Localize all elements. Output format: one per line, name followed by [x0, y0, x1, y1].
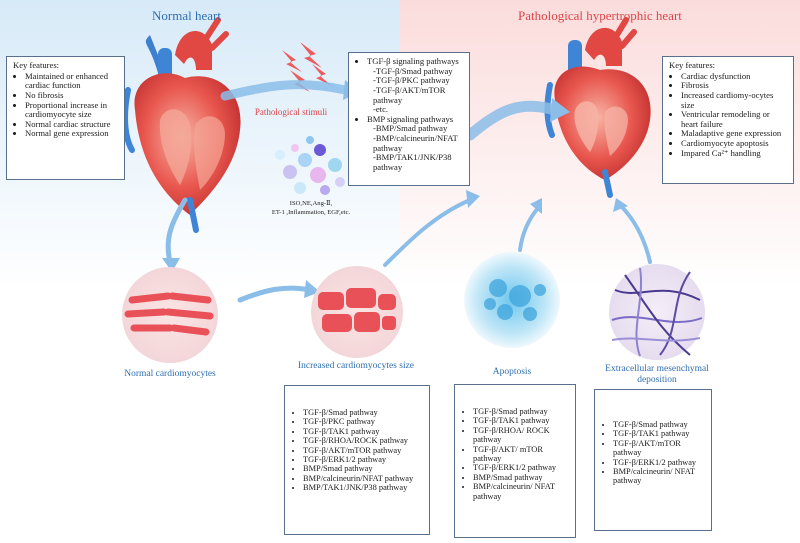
increased-cardiomyocytes-label: Increased cardiomyocytes size [297, 361, 415, 371]
patho-feature-item: Cardiomyocyte apoptosis [681, 138, 787, 149]
pathway-item: TGF-β/ERK1/2 pathway [303, 455, 423, 464]
pathway-item: TGF-β/ERK1/2 pathway [613, 458, 705, 467]
pathway-item: BMP/Smad pathway [303, 464, 423, 473]
signaling-item: -TGF-β/Smad pathway [373, 65, 453, 76]
normal-features-heading: Key features: [13, 60, 60, 70]
normal-feature-item: No fibrosis [25, 90, 118, 101]
pathway-item: TGF-β/TAK1 pathway [613, 429, 705, 438]
pathological-heart-title: Pathological hypertrophic heart [518, 8, 682, 23]
pathway-item: BMP/TAK1/JNK/P38 pathway [303, 483, 423, 492]
pathway-item: TGF-β/Smad pathway [473, 407, 569, 416]
pathway-item: BMP/Smad pathway [473, 473, 569, 482]
patho-feature-item: Increased cardiomy-ocytes size [681, 90, 787, 110]
patho-feature-item: Impared Ca²⁺ handling [681, 148, 787, 159]
pathway-item: TGF-β/PKC pathway [303, 417, 423, 426]
signaling-item: -TGF-β/PKC pathway [373, 75, 450, 86]
normal-feature-item: Maintained or enhanced cardiac function [25, 71, 118, 91]
stimuli-molecules-icon [275, 136, 345, 195]
hypertrophic-heart-icon [544, 17, 651, 198]
pathway-item: TGF-β/RHOA/ROCK pathway [303, 436, 423, 445]
pathway-item: BMP/calcineurin/ NFAT pathway [613, 467, 705, 486]
apoptosis-pathways-box: TGF-β/Smad pathway TGF-β/TAK1 pathway TG… [454, 384, 576, 538]
pathway-item: TGF-β/Smad pathway [303, 408, 423, 417]
normal-heart-title: Normal heart [152, 8, 221, 23]
signaling-item: -BMP/Smad pathway [373, 123, 448, 134]
patho-features-heading: Key features: [669, 60, 716, 70]
apoptosis-label: Apoptosis [492, 367, 532, 377]
patho-feature-item: Cardiac dysfunction [681, 71, 787, 82]
apoptosis-image [464, 252, 560, 348]
pathway-item: TGF-β/Smad pathway [613, 420, 705, 429]
normal-feature-item: Normal gene expression [25, 129, 118, 139]
normal-heart-icon [122, 17, 241, 233]
signaling-item: -BMP/TAK1/JNK/P38 pathway [373, 152, 452, 172]
normal-cardiomyocytes-label: Normal cardiomyocytes [124, 369, 216, 379]
patho-feature-item: Ventricular remodeling or heart failure [681, 109, 787, 129]
bmp-signaling-heading: BMP signaling pathways -BMP/Smad pathway… [367, 114, 463, 173]
normal-feature-item: Proportional increase in cardiomyocyte s… [25, 100, 118, 120]
normal-cardiomyocytes-image [122, 267, 218, 363]
pathway-item: BMP/calcineurin/NFAT pathway [303, 474, 423, 483]
patho-feature-item: Maladaptive gene expression [681, 129, 787, 139]
pathological-stimuli-label: Pathological stimuli [254, 107, 328, 117]
pathway-item: TGF-β/AKT/ mTOR pathway [473, 445, 569, 464]
increased-cardiomyocytes-image [311, 266, 403, 358]
pathway-item: TGF-β/RHOA/ ROCK pathway [473, 426, 569, 445]
pathological-features-box: Key features: Cardiac dysfunction Fibros… [662, 56, 794, 184]
signaling-item: -etc. [373, 104, 389, 115]
pathway-item: TGF-β/ERK1/2 pathway [473, 463, 569, 472]
ecm-deposition-label: Extracellular mesenchymal deposition [605, 364, 709, 385]
signaling-item: -TGF-β/AKT/mTOR pathway [373, 84, 446, 105]
extracellular-matrix-image [609, 264, 705, 360]
flow-arrow [165, 80, 652, 303]
increased-size-pathways-box: TGF-β/Smad pathway TGF-β/PKC pathway TGF… [284, 385, 430, 535]
pathway-item: TGF-β/AKT/mTOR pathway [613, 439, 705, 458]
pathway-item: BMP/calcineurin/ NFAT pathway [473, 482, 569, 501]
pathway-item: TGF-β/AKT/mTOR pathway [303, 446, 423, 455]
patho-feature-item: Fibrosis [681, 81, 787, 91]
normal-feature-item: Normal cardiac structure [25, 119, 118, 130]
stimuli-factors-line1: ISO,NE,Ang-Ⅱ, [289, 200, 333, 207]
pathway-item: TGF-β/TAK1 pathway [303, 427, 423, 436]
ecm-pathways-box: TGF-β/Smad pathway TGF-β/TAK1 pathway TG… [594, 389, 712, 531]
signaling-item: -BMP/calcineurin/NFAT pathway [373, 133, 458, 153]
stimuli-factors-line2: ET-1 ,Inflammation, EGF,etc. [271, 209, 351, 216]
tgf-signaling-heading: TGF-β signaling pathways -TGF-β/Smad pat… [367, 56, 463, 115]
normal-features-box: Key features: Maintained or enhanced car… [6, 56, 125, 180]
pathway-item: TGF-β/TAK1 pathway [473, 416, 569, 425]
signaling-pathways-box: TGF-β signaling pathways -TGF-β/Smad pat… [348, 52, 470, 186]
